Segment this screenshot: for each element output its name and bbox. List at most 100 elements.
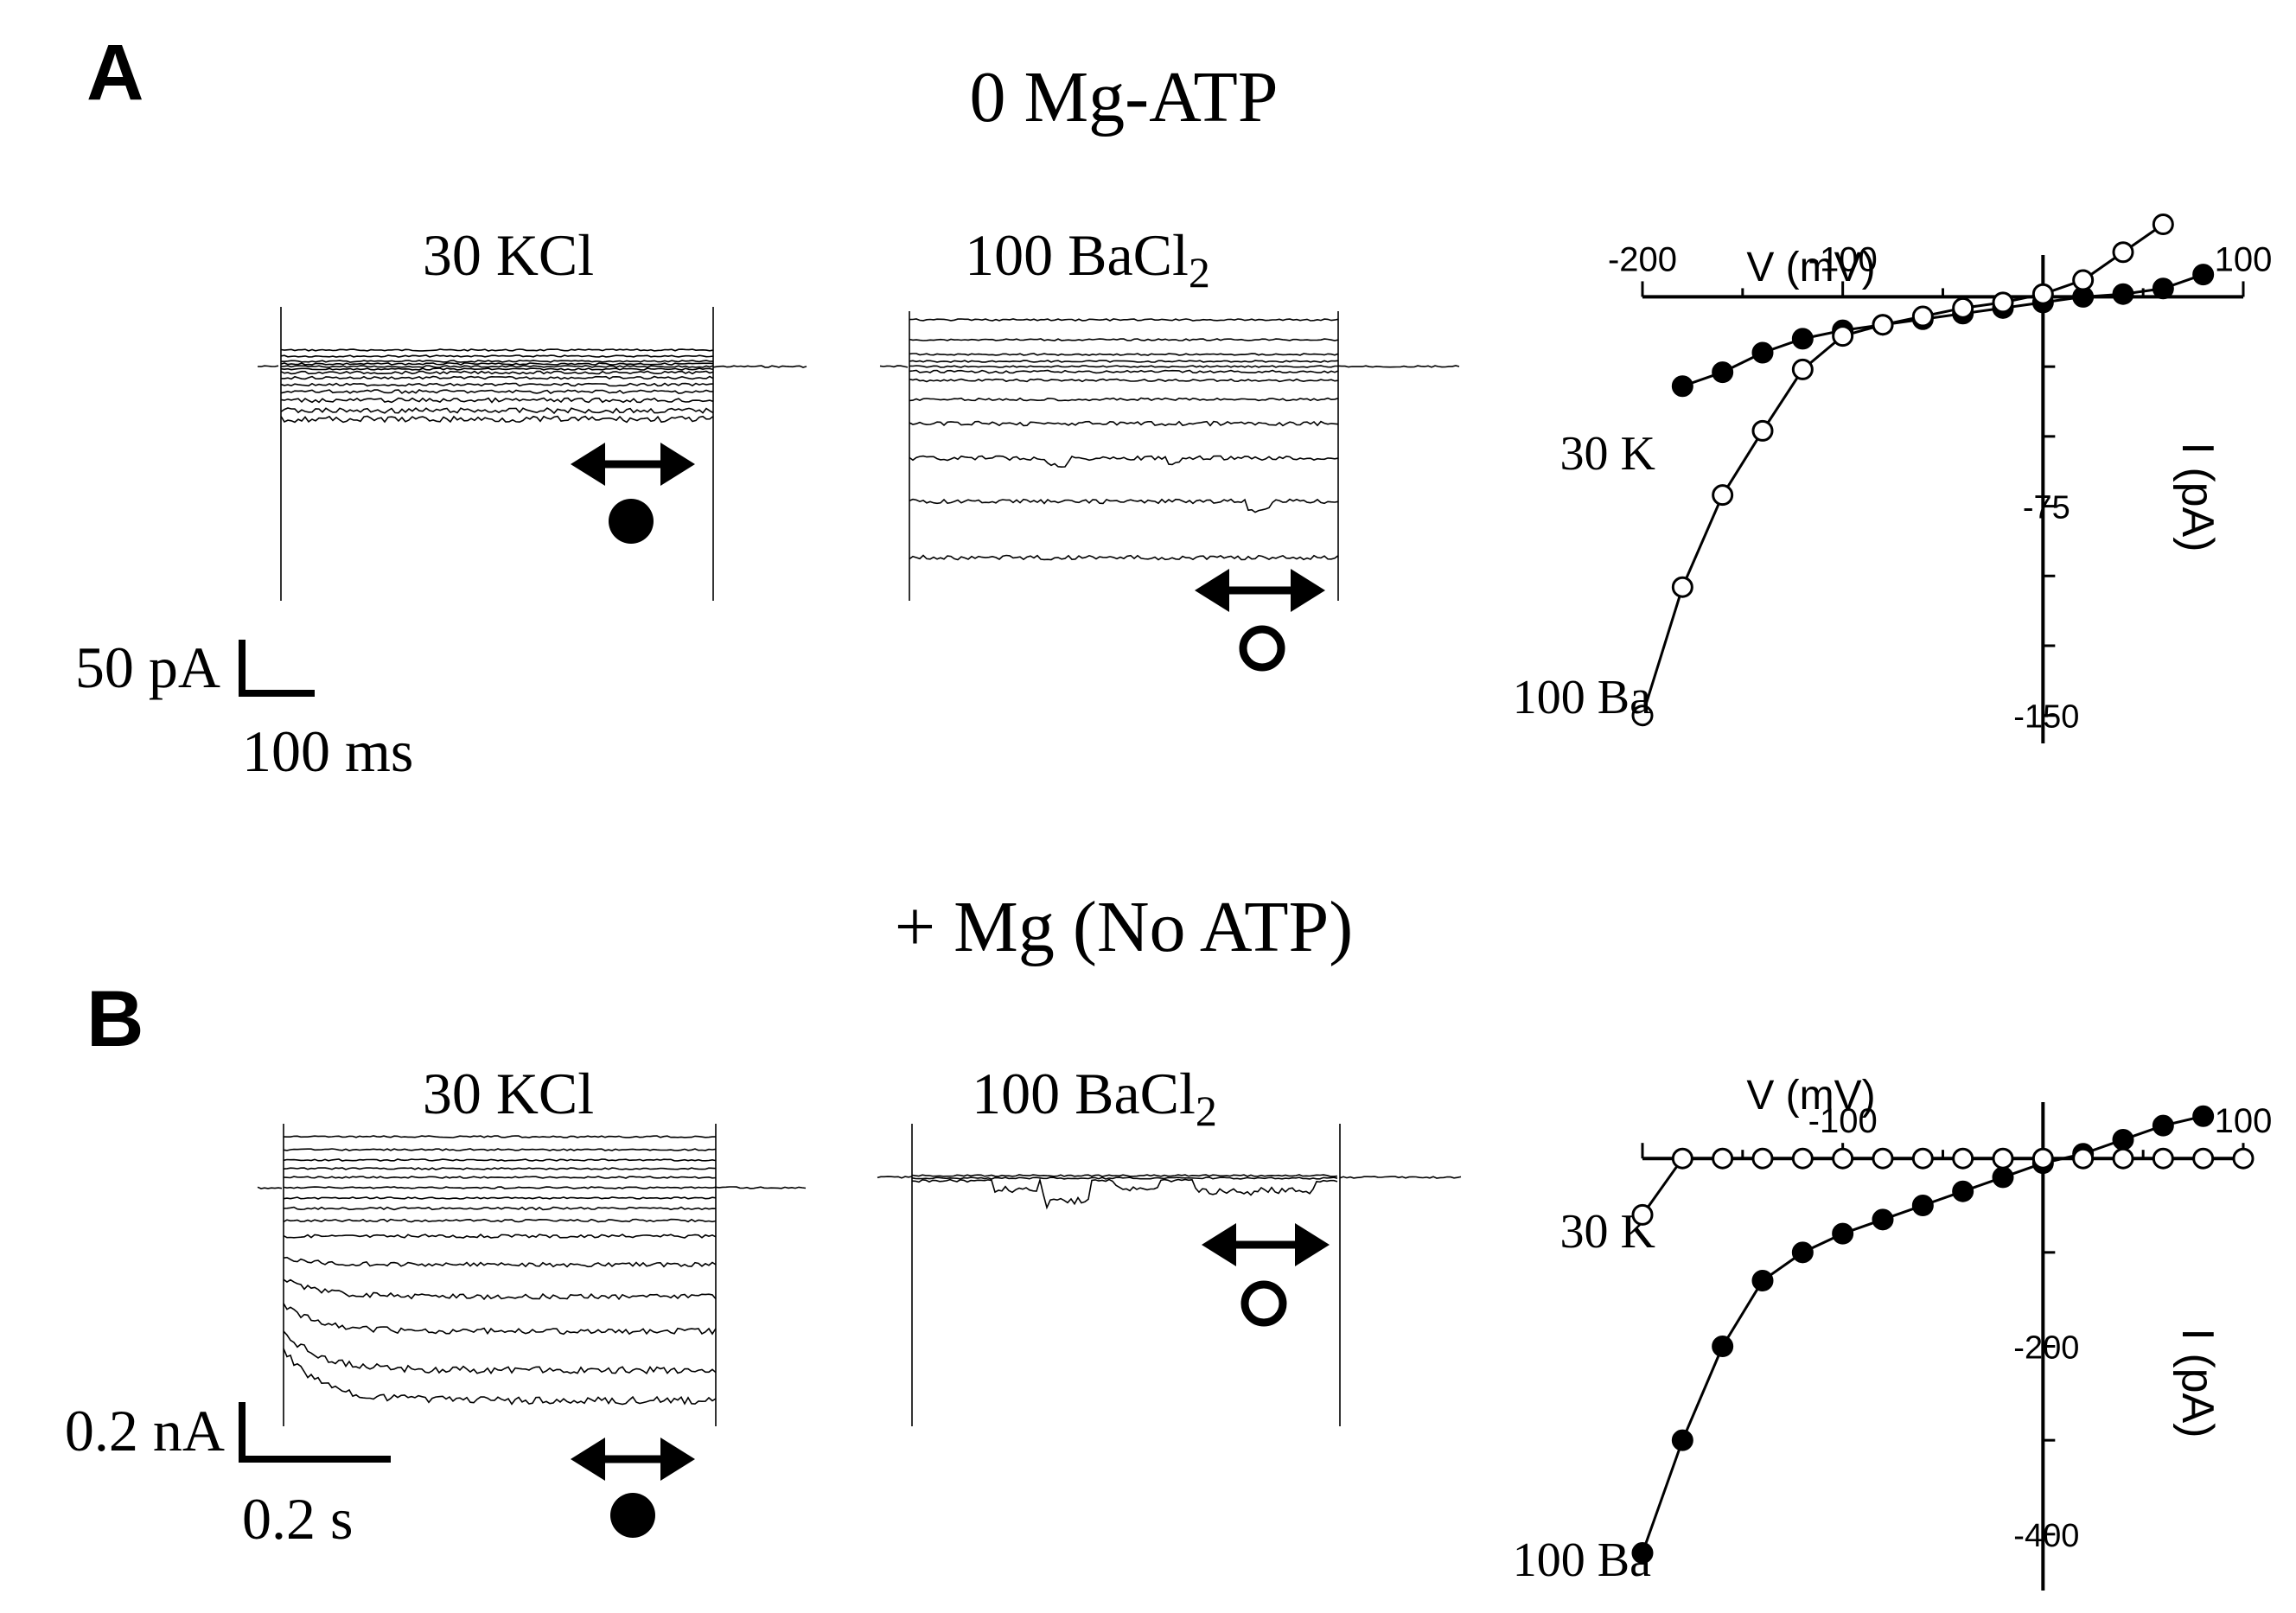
panel-a-ba-sweep xyxy=(909,554,1339,561)
panel-a-k-sweep xyxy=(280,348,714,352)
iv-filled-point xyxy=(2112,283,2134,305)
panel-a-ba-sweep xyxy=(909,397,1339,402)
panel-b-k-sweep xyxy=(283,1256,717,1268)
panel-b-k-sweep xyxy=(283,1218,717,1223)
iv-y-axis-title: I (pA) xyxy=(2172,1328,2223,1438)
panel-b-k-baseline-post xyxy=(715,1186,807,1189)
panel-b-scale-current: 0.2 nA xyxy=(65,1398,225,1463)
iv-filled-point xyxy=(1992,1166,2014,1189)
iv-open-point xyxy=(2112,241,2134,264)
panel-a-ba-baseline-post xyxy=(1337,365,1460,368)
iv-open-point xyxy=(2031,283,2054,305)
iv-open-point xyxy=(1911,305,1934,328)
iv-filled-point xyxy=(1832,1222,1854,1245)
iv-series-label: 100 Ba xyxy=(1513,671,1651,724)
panel-a-k-sweep xyxy=(280,389,714,394)
iv-open-point xyxy=(2031,1147,2054,1170)
panel-a-ba-sweep xyxy=(909,455,1339,469)
panel-a-ba-sweep xyxy=(909,318,1339,322)
iv-open-point xyxy=(1872,314,1894,336)
panel-a-scale-time: 100 ms xyxy=(242,718,413,784)
panel-a-ba-sweep xyxy=(909,369,1339,374)
iv-x-tick-label: -200 xyxy=(1608,240,1677,278)
panel-a: A 0 Mg-ATP 30 KCl 100 BaCl2 50 pA 100 ms… xyxy=(75,29,2272,784)
panel-b-ba-sweep xyxy=(911,1176,1338,1180)
iv-x-tick-label: 100 xyxy=(2215,240,2273,278)
iv-filled-point xyxy=(1791,328,1814,350)
iv-open-point xyxy=(1791,358,1814,380)
panel-b-scale-time: 0.2 s xyxy=(242,1486,353,1552)
iv-x-tick-label: -100 xyxy=(1808,1102,1878,1140)
iv-filled-point xyxy=(2112,1128,2134,1151)
iv-y-tick-label: -75 xyxy=(2023,490,2070,526)
iv-series-line xyxy=(1641,1114,2204,1554)
iv-open-point xyxy=(1832,325,1854,347)
iv-filled-point xyxy=(1791,1241,1814,1264)
panel-b-ba-baseline-post xyxy=(1339,1176,1462,1179)
panel-a-letter: A xyxy=(86,29,144,117)
iv-filled-point xyxy=(2192,1105,2215,1127)
iv-y-tick-label: -200 xyxy=(2013,1330,2079,1367)
iv-open-point xyxy=(1791,1147,1814,1170)
panel-a-k-sweep xyxy=(280,362,714,366)
iv-open-point xyxy=(2192,1147,2215,1170)
panel-a-ba-sweep xyxy=(909,420,1339,427)
panel-b-ba-measure-arrow xyxy=(1202,1223,1330,1266)
panel-b-k-measure-arrow xyxy=(571,1438,695,1481)
panel-a-condition: 0 Mg-ATP xyxy=(969,57,1278,137)
iv-open-point xyxy=(1631,704,1654,727)
iv-filled-point xyxy=(2192,264,2215,286)
iv-filled-point xyxy=(2152,1114,2174,1137)
iv-x-tick-label: 100 xyxy=(2215,1102,2273,1140)
panel-a-k-sweep xyxy=(280,407,714,415)
panel-b-k-sweep xyxy=(283,1148,717,1151)
iv-open-point xyxy=(2112,1147,2134,1170)
panel-b-ba-baseline-pre xyxy=(877,1176,913,1179)
panel-b-k-sweep xyxy=(283,1303,717,1336)
panel-b: + Mg (No ATP) B 30 KCl 100 BaCl2 0.2 nA … xyxy=(65,887,2272,1591)
iv-open-point xyxy=(1952,296,1974,319)
iv-open-point xyxy=(1671,1147,1693,1170)
panel-b-k-baseline-pre xyxy=(257,1186,283,1189)
iv-open-point xyxy=(1671,576,1693,598)
panel-a-ba-traces xyxy=(879,311,1460,601)
iv-filled-point xyxy=(1671,375,1693,398)
panel-a-k-label: 30 KCl xyxy=(423,222,594,288)
panel-b-k-filled-circle-icon xyxy=(610,1493,655,1538)
panel-a-k-baseline-pre xyxy=(257,365,279,367)
iv-filled-point xyxy=(1712,1336,1734,1357)
iv-series-label: 30 K xyxy=(1560,427,1655,481)
panel-a-ba-sweep xyxy=(909,338,1339,341)
panel-b-k-sweep xyxy=(283,1158,717,1162)
iv-series-label: 100 Ba xyxy=(1513,1533,1651,1587)
iv-x-axis-title: V (mV) xyxy=(1746,1073,1875,1119)
panel-b-k-sweep xyxy=(283,1186,717,1189)
panel-a-k-sweep xyxy=(280,382,714,387)
panel-a-ba-sweep xyxy=(909,365,1338,368)
panel-a-ba-baseline-pre xyxy=(879,365,909,368)
iv-filled-point xyxy=(1671,1429,1693,1451)
iv-open-point xyxy=(2072,1147,2095,1170)
panel-b-ba-traces xyxy=(877,1124,1462,1426)
panel-b-k-label: 30 KCl xyxy=(423,1061,594,1126)
iv-y-axis-title: I (pA) xyxy=(2172,442,2223,551)
iv-open-point xyxy=(1992,291,2014,314)
iv-open-point xyxy=(1911,1147,1934,1170)
panel-a-k-baseline-post xyxy=(712,365,807,368)
panel-a-ba-sweep xyxy=(909,498,1339,513)
iv-open-point xyxy=(1952,1147,1974,1170)
iv-open-point xyxy=(1751,419,1774,442)
panel-b-ba-sweep xyxy=(911,1177,1338,1210)
panel-b-scale-bar xyxy=(239,1402,391,1463)
iv-filled-point xyxy=(2152,277,2174,300)
iv-open-point xyxy=(1631,1203,1654,1226)
iv-open-point xyxy=(2072,269,2095,291)
iv-open-point xyxy=(2152,213,2174,235)
iv-open-point xyxy=(1872,1147,1894,1170)
panel-b-ba-sweep xyxy=(911,1174,1338,1177)
iv-filled-point xyxy=(1712,361,1734,384)
iv-filled-point xyxy=(1872,1208,1894,1231)
panel-a-k-filled-circle-icon xyxy=(609,499,654,544)
